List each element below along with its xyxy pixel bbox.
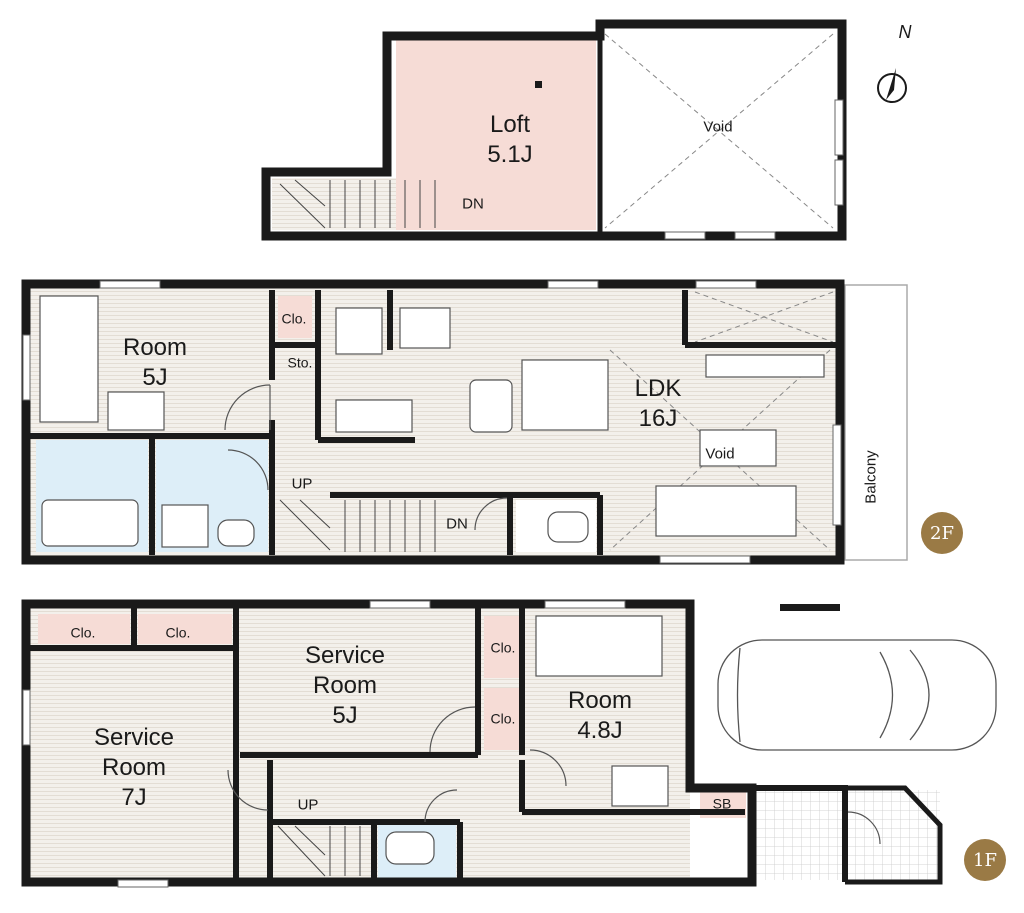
ldk-name: LDK xyxy=(634,375,682,402)
first-room-size: 4.8J xyxy=(577,717,623,744)
second-closet-label: Clo. xyxy=(281,310,307,327)
second-room-name: Room xyxy=(122,334,188,361)
first-closet-label-2: Clo. xyxy=(165,624,191,641)
ldk-label: LDK 16J xyxy=(635,374,682,434)
second-room-size: 5J xyxy=(142,364,168,391)
service-room-b-label: Service Room 7J xyxy=(94,723,174,813)
floor-badge-2f: 2F xyxy=(921,512,963,554)
second-storage-label: Sto. xyxy=(287,354,313,371)
floor-badge-1f: 1F xyxy=(964,839,1006,881)
balcony-label: Balcony xyxy=(862,450,880,504)
second-room-label: Room 5J xyxy=(123,333,187,393)
shoe-box-label: SB xyxy=(712,795,732,812)
second-void-label: Void xyxy=(705,445,735,463)
loft-room-label: Loft 5.1J xyxy=(487,110,532,170)
service-room-a-line1: Service xyxy=(304,642,386,669)
service-room-b-line1: Service xyxy=(93,724,175,751)
loft-stair-dn-label: DN xyxy=(462,195,484,213)
north-label: N xyxy=(898,21,912,42)
compass-icon xyxy=(877,68,907,103)
first-room-name: Room xyxy=(567,687,633,714)
loft-void-label: Void xyxy=(703,118,733,136)
first-room-label: Room 4.8J xyxy=(568,686,632,746)
service-room-a-label: Service Room 5J xyxy=(305,641,385,731)
north-arrow: N xyxy=(870,18,920,108)
second-stair-up-label: UP xyxy=(291,475,313,493)
second-floor xyxy=(21,279,908,565)
ldk-size: 16J xyxy=(638,405,678,432)
service-room-a-line2: Room xyxy=(312,672,378,699)
second-stair-dn-label: DN xyxy=(446,515,468,533)
first-closet-label-4: Clo. xyxy=(490,710,516,727)
first-closet-label-3: Clo. xyxy=(490,639,516,656)
loft-room-size: 5.1J xyxy=(487,141,533,168)
first-floor xyxy=(21,599,997,888)
first-stair-up-label: UP xyxy=(297,796,319,814)
service-room-a-size: 5J xyxy=(332,702,358,729)
service-room-b-line2: Room xyxy=(101,754,167,781)
service-room-b-size: 7J xyxy=(121,784,147,811)
loft-room-name: Loft xyxy=(489,111,531,138)
loft-floor xyxy=(261,19,847,241)
first-closet-label-1: Clo. xyxy=(70,624,96,641)
